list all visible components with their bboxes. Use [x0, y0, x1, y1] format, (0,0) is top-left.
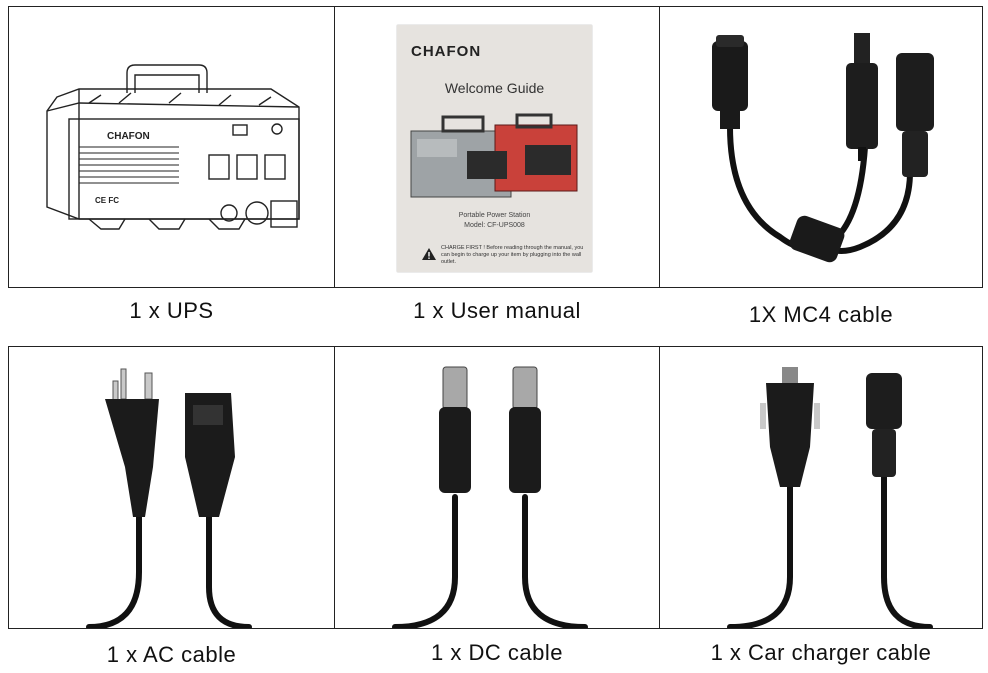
manual-subtitle: Portable Power Station [458, 212, 531, 219]
car-charger-illustration [727, 367, 933, 628]
manual-model: Model: CF-UPS008 [464, 222, 525, 229]
caption-car-charger-cable: 1 x Car charger cable [710, 640, 932, 665]
dc-cable-panel [334, 346, 660, 629]
car-charger-panel [659, 346, 983, 629]
ups-brand-label: CHAFON [107, 131, 150, 142]
caption-ups: 1 x UPS [129, 298, 214, 323]
caption-dc-cable: 1 x DC cable [431, 640, 563, 665]
manual-warning-text: CHARGE FIRST ! Before reading through th… [441, 245, 584, 266]
product-grid-row-1: CHAFON CE FC CHAFON Welcome Guide Portab… [8, 6, 983, 288]
manual-title: Welcome Guide [444, 80, 545, 96]
svg-text:CE FC: CE FC [95, 196, 119, 205]
mc4-cable-illustration [712, 33, 934, 263]
warning-icon [422, 248, 436, 260]
dc-cable-illustration [392, 366, 588, 628]
caption-ac-cable: 1 x AC cable [106, 642, 237, 667]
ac-cable-illustration [86, 368, 252, 628]
ups-panel: CHAFON CE FC [8, 6, 335, 288]
ac-cable-panel [8, 346, 335, 629]
caption-manual: 1 x User manual [413, 298, 581, 323]
manual-product-photo [410, 113, 578, 198]
manual-cover: CHAFON Welcome Guide Portable Power Stat… [397, 25, 592, 272]
ups-illustration: CHAFON CE FC [46, 64, 300, 230]
product-grid-row-2 [8, 346, 983, 629]
mc4-panel [659, 6, 983, 288]
manual-brand: CHAFON [411, 43, 482, 60]
manual-panel: CHAFON Welcome Guide Portable Power Stat… [334, 6, 660, 288]
caption-mc4: 1X MC4 cable [748, 302, 894, 327]
